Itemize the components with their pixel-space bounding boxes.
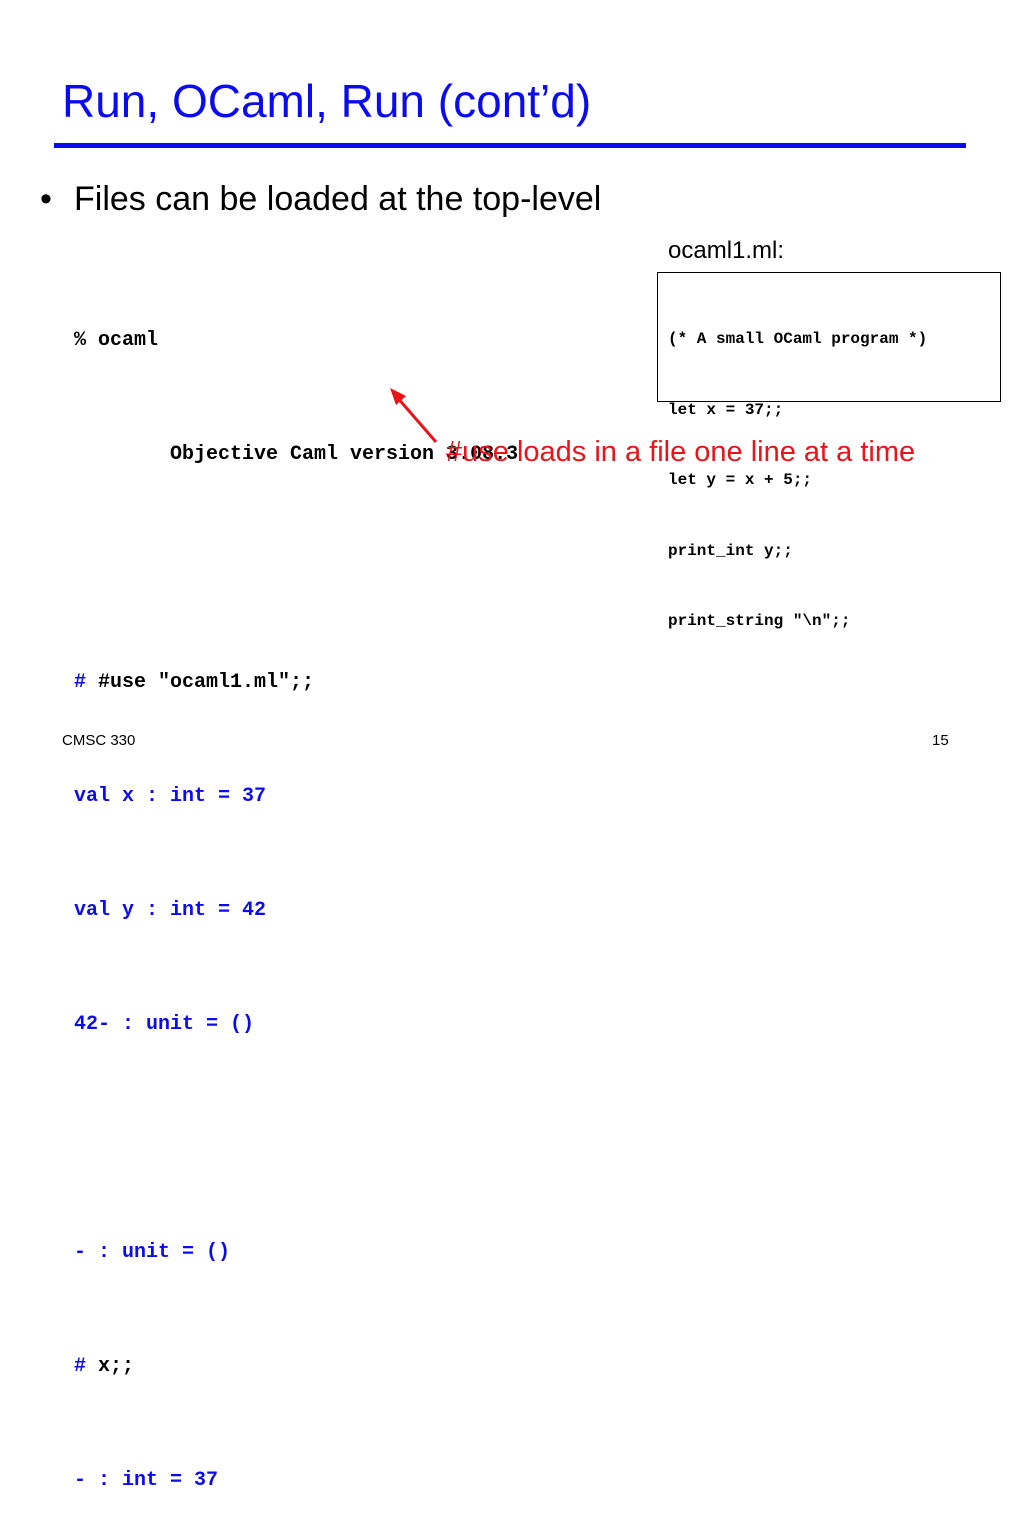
file-line: print_string "\n";; [668, 612, 851, 630]
file-line: (* A small OCaml program *) [668, 330, 928, 348]
terminal-output-line: 42- : unit = () [74, 1013, 255, 1036]
file-line: let x = 37;; [668, 400, 784, 419]
terminal-eval-line: # x;; [74, 1355, 135, 1378]
page-number: 15 [932, 732, 949, 749]
bullet-marker: • [40, 180, 52, 218]
terminal-output-line: val x : int = 37 [74, 785, 267, 808]
file-label: ocaml1.ml: [668, 237, 785, 264]
terminal-output-line: - : unit = () [74, 1241, 231, 1264]
terminal-use-line: # #use "ocaml1.ml";; [74, 671, 315, 694]
annotation-text: #use loads in a file one line at a time [446, 436, 916, 468]
title-underline [54, 143, 966, 148]
terminal-blank-line [74, 550, 518, 588]
terminal-output-line: val y : int = 42 [74, 899, 267, 922]
file-contents-box: (* A small OCaml program *) let x = 37;;… [657, 272, 1001, 630]
footer-course: CMSC 330 [62, 732, 136, 749]
annotation-arrow-icon [390, 388, 438, 443]
slide-title: Run, OCaml, Run (cont’d) [62, 75, 592, 127]
terminal-command-line: % ocaml [74, 329, 159, 352]
terminal-blank-line [74, 1120, 518, 1158]
file-line: print_int y;; [668, 541, 793, 560]
terminal-output-line: - : int = 37 [74, 1469, 219, 1492]
bullet-text: Files can be loaded at the top-level [74, 180, 602, 218]
use-cmd-text: #use "ocaml1.ml";; [86, 671, 315, 694]
file-line: let y = x + 5;; [668, 471, 813, 489]
bullet-item: • Files can be loaded at the top-level [40, 180, 601, 219]
eval-cmd-text: x;; [86, 1355, 135, 1378]
terminal-version-line: Objective Caml version 3.08.3 [74, 443, 519, 466]
